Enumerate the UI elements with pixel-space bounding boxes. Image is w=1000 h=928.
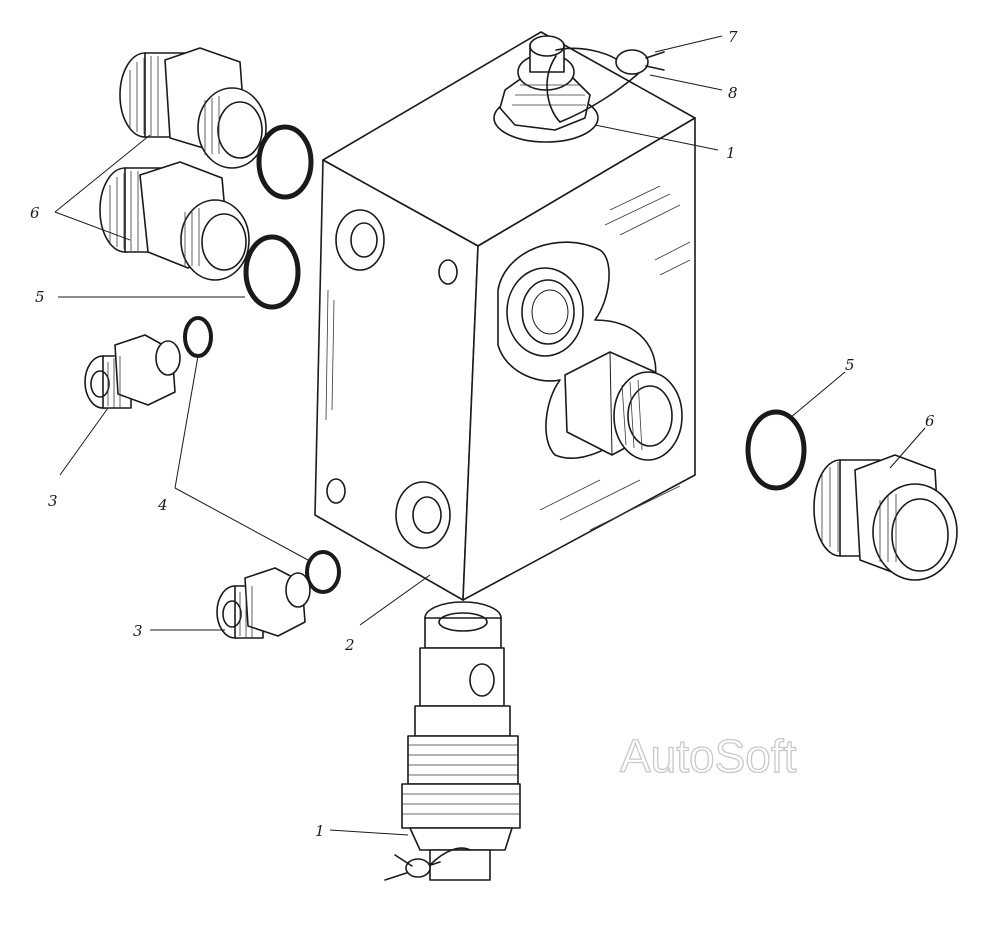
- callout-5-left: 5: [35, 288, 45, 306]
- left-fitting-lower: [99, 161, 250, 281]
- callout-3-upper: 3: [48, 492, 58, 510]
- small-fitting-lower: [216, 567, 311, 639]
- callout-4: 4: [157, 496, 168, 514]
- callout-5-right: 5: [845, 356, 855, 374]
- right-face-fitting: [564, 351, 683, 461]
- callout-6-right: 6: [925, 412, 935, 430]
- right-fitting: [813, 454, 958, 581]
- seal-ring-lower: [305, 550, 341, 594]
- cartridge-valve: [384, 601, 521, 881]
- top-plug-with-seal: [493, 35, 665, 143]
- callout-2: 2: [344, 636, 355, 654]
- callout-1-bottom: 1: [315, 822, 325, 840]
- callout-1-top: 1: [726, 144, 736, 162]
- o-ring-upper-left: [256, 124, 314, 200]
- watermark-text: AutoSoft: [620, 730, 797, 782]
- o-ring-right: [745, 409, 807, 491]
- callout-6-left: 6: [30, 204, 40, 222]
- valve-block: [314, 31, 696, 601]
- small-fitting-upper: [84, 334, 181, 409]
- leader-lines: [54, 35, 926, 836]
- callout-7: 7: [728, 28, 738, 46]
- o-ring-lower-left: [243, 234, 301, 310]
- left-fitting-upper: [119, 47, 267, 169]
- callout-8: 8: [728, 84, 738, 102]
- callout-3-lower: 3: [133, 622, 143, 640]
- seal-ring-upper: [183, 316, 213, 358]
